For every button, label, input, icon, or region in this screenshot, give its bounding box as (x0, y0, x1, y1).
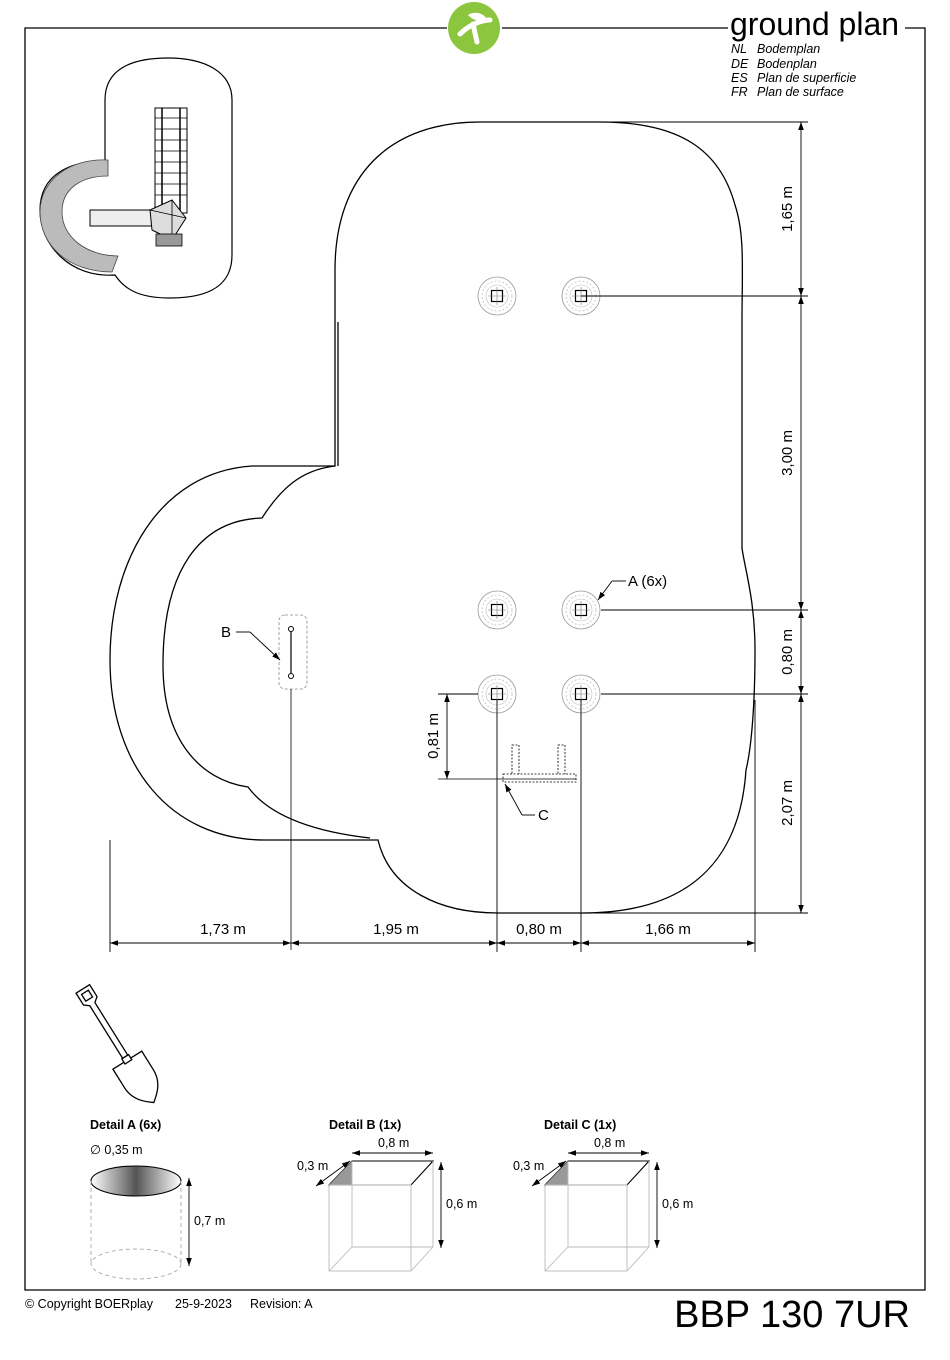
detail-length: 0,8 m (378, 1136, 409, 1150)
detail-depth: 0,6 m (446, 1197, 477, 1211)
revision-text: Revision: A (250, 1297, 313, 1311)
detail-length: 0,8 m (594, 1136, 625, 1150)
callout-a: A (6x) (628, 573, 667, 590)
translation-text: Plan de surface (757, 85, 844, 99)
dimension-label: 1,65 m (779, 186, 796, 232)
callout-b: B (221, 624, 231, 641)
copyright-text: © Copyright BOERplay (25, 1297, 154, 1311)
post-footing-a (561, 590, 601, 630)
translation-lang: DE (731, 57, 749, 71)
translation-text: Bodenplan (757, 57, 817, 71)
shovel-icon (75, 983, 159, 1104)
dimension-label: 1,95 m (373, 921, 419, 938)
detail-width: 0,3 m (513, 1159, 544, 1173)
translation-text: Bodemplan (757, 42, 820, 56)
translation-text: Plan de superficie (757, 71, 856, 85)
detail-c: Detail C (1x) 0,8 m 0,3 m 0,6 m (513, 1118, 693, 1272)
detail-title: Detail C (1x) (544, 1118, 616, 1132)
dimension-label: 3,00 m (779, 430, 796, 476)
play-surface-outline (109, 121, 756, 914)
translation-lang: NL (731, 42, 747, 56)
detail-width: 0,3 m (297, 1159, 328, 1173)
callouts: A (6x) B C (221, 573, 667, 824)
post-footing-a (477, 276, 517, 316)
model-number: BBP 130 7UR (674, 1294, 910, 1336)
detail-a: Detail A (6x) ∅ 0,35 m 0,7 m (90, 1118, 225, 1280)
dimension-label: 1,66 m (645, 921, 691, 938)
detail-title: Detail A (6x) (90, 1118, 161, 1132)
dimension-label: 0,81 m (425, 713, 442, 759)
detail-depth: 0,7 m (194, 1214, 225, 1228)
date-text: 25-9-2023 (175, 1297, 232, 1311)
translation-lang: FR (731, 85, 748, 99)
vertical-dimension-labels: 1,65 m 3,00 m 0,80 m 2,07 m 0,81 m (425, 186, 796, 826)
post-footing-a (477, 590, 517, 630)
dimension-label: 1,73 m (200, 921, 246, 938)
detail-depth: 0,6 m (662, 1197, 693, 1211)
detail-title: Detail B (1x) (329, 1118, 401, 1132)
footing-c (438, 744, 577, 783)
translation-lang: ES (731, 71, 748, 85)
page-title: ground plan (730, 6, 899, 42)
dimension-label: 0,80 m (779, 629, 796, 675)
footer: © Copyright BOERplay 25-9-2023 Revision:… (25, 1297, 313, 1311)
detail-diameter: ∅ 0,35 m (90, 1143, 143, 1157)
footing-b (278, 614, 308, 950)
horizontal-dimension-labels: 1,73 m 1,95 m 0,80 m 1,66 m (200, 921, 691, 938)
post-footings (477, 276, 601, 714)
title-translations: NL Bodemplan DE Bodenplan ES Plan de sup… (731, 42, 856, 99)
callout-c: C (538, 807, 549, 824)
brand-logo (448, 2, 500, 54)
drawing-frame (24, 27, 926, 1291)
dimension-lines (109, 121, 808, 952)
detail-b: Detail B (1x) 0,8 m 0,3 m 0,6 m (297, 1118, 477, 1272)
dimension-label: 2,07 m (779, 780, 796, 826)
dimension-label: 0,80 m (516, 921, 562, 938)
overview-thumbnail (39, 57, 233, 299)
